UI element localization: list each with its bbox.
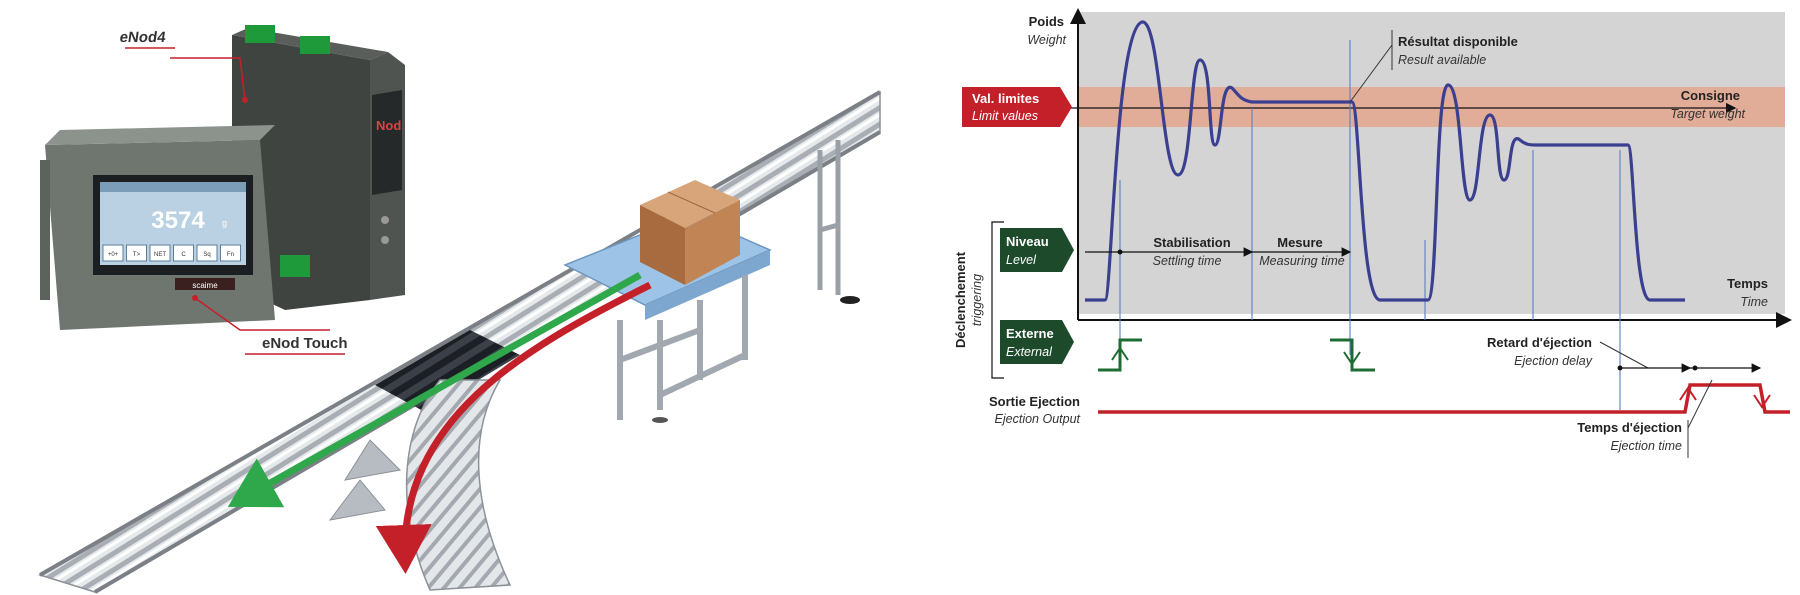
result-label-en: Result available — [1398, 53, 1486, 67]
result-label: Résultat disponible — [1398, 34, 1518, 49]
y-axis-label-en: Weight — [1027, 33, 1066, 47]
ejection-output-label: Sortie Ejection — [989, 394, 1080, 409]
ejection-time-label-en: Ejection time — [1610, 439, 1682, 453]
x-axis-label: Temps — [1727, 276, 1768, 291]
level-label-en: Level — [1006, 253, 1037, 267]
target-label-en: Target weight — [1670, 107, 1745, 121]
equipment-illustration: Nod 3574 g +0+ T> NET C Sq Fn scaime eNod4 eN… — [38, 25, 882, 594]
limit-band — [1078, 87, 1785, 127]
settling-label: Stabilisation — [1153, 235, 1230, 250]
target-label: Consigne — [1681, 88, 1740, 103]
triggering-label: Déclenchement — [953, 251, 968, 348]
enod-touch-device: 3574 g +0+ T> NET C Sq Fn scaime — [40, 125, 275, 330]
plot-background — [1078, 12, 1785, 314]
touch-key-label: +0+ — [108, 252, 119, 258]
external-label: Externe — [1006, 326, 1054, 341]
display-brand: scaime — [192, 281, 218, 290]
external-label-en: External — [1006, 345, 1053, 359]
level-tag: Niveau Level — [1000, 228, 1074, 272]
weighing-timing-diagram: Résultat disponible Result available Con… — [953, 8, 1792, 458]
touch-key — [102, 244, 124, 262]
cardboard-box — [640, 180, 740, 285]
measuring-label: Mesure — [1277, 235, 1323, 250]
ejection-output-label-en: Ejection Output — [995, 412, 1081, 426]
device-callouts: eNod4 eNod Touch — [119, 29, 348, 355]
weight-signal — [1085, 20, 1685, 302]
enod4-label: eNod4 — [119, 29, 168, 46]
enod-touch-label: eNod Touch — [262, 335, 348, 352]
touch-key — [220, 244, 241, 262]
settling-label-en: Settling time — [1153, 254, 1222, 268]
limit-values-label-en: Limit values — [972, 109, 1038, 123]
external-tag: Externe External — [1000, 320, 1074, 364]
measuring-label-en: Measuring time — [1259, 254, 1344, 268]
ejection-time-label: Temps d'éjection — [1577, 420, 1682, 435]
y-axis-label: Poids — [1029, 14, 1064, 29]
trigger-fall — [1330, 338, 1375, 372]
level-label: Niveau — [1006, 234, 1049, 249]
touch-key — [149, 244, 171, 262]
enod4-brand: Nod — [376, 118, 401, 133]
triggering-label-group: Déclenchement triggering — [953, 251, 984, 348]
trigger-rise — [1098, 338, 1142, 372]
display-reading: 3574 — [151, 207, 205, 234]
touch-key-label: Sq — [203, 252, 210, 258]
timing-markers — [1119, 40, 1621, 410]
limit-values-label: Val. limites — [972, 91, 1039, 106]
ejection-delay-label: Retard d'éjection — [1487, 335, 1592, 350]
display-unit: g — [222, 218, 227, 228]
ejection-delay-label-en: Ejection delay — [1514, 354, 1593, 368]
touch-key-label: T> — [133, 252, 141, 258]
triggering-bracket — [991, 221, 1004, 379]
x-axis-label-en: Time — [1740, 295, 1768, 309]
triggering-label-en: triggering — [970, 274, 984, 326]
limit-values-tag: Val. limites Limit values — [962, 87, 1072, 127]
touch-key-label: NET — [154, 252, 166, 258]
touch-key — [173, 244, 194, 262]
touch-key — [126, 244, 147, 262]
conveyor — [38, 90, 882, 594]
touch-key — [196, 244, 218, 262]
touch-key-label: Fn — [227, 252, 234, 258]
ejection-output-signal — [1098, 383, 1790, 414]
touch-key-label: C — [181, 252, 186, 258]
